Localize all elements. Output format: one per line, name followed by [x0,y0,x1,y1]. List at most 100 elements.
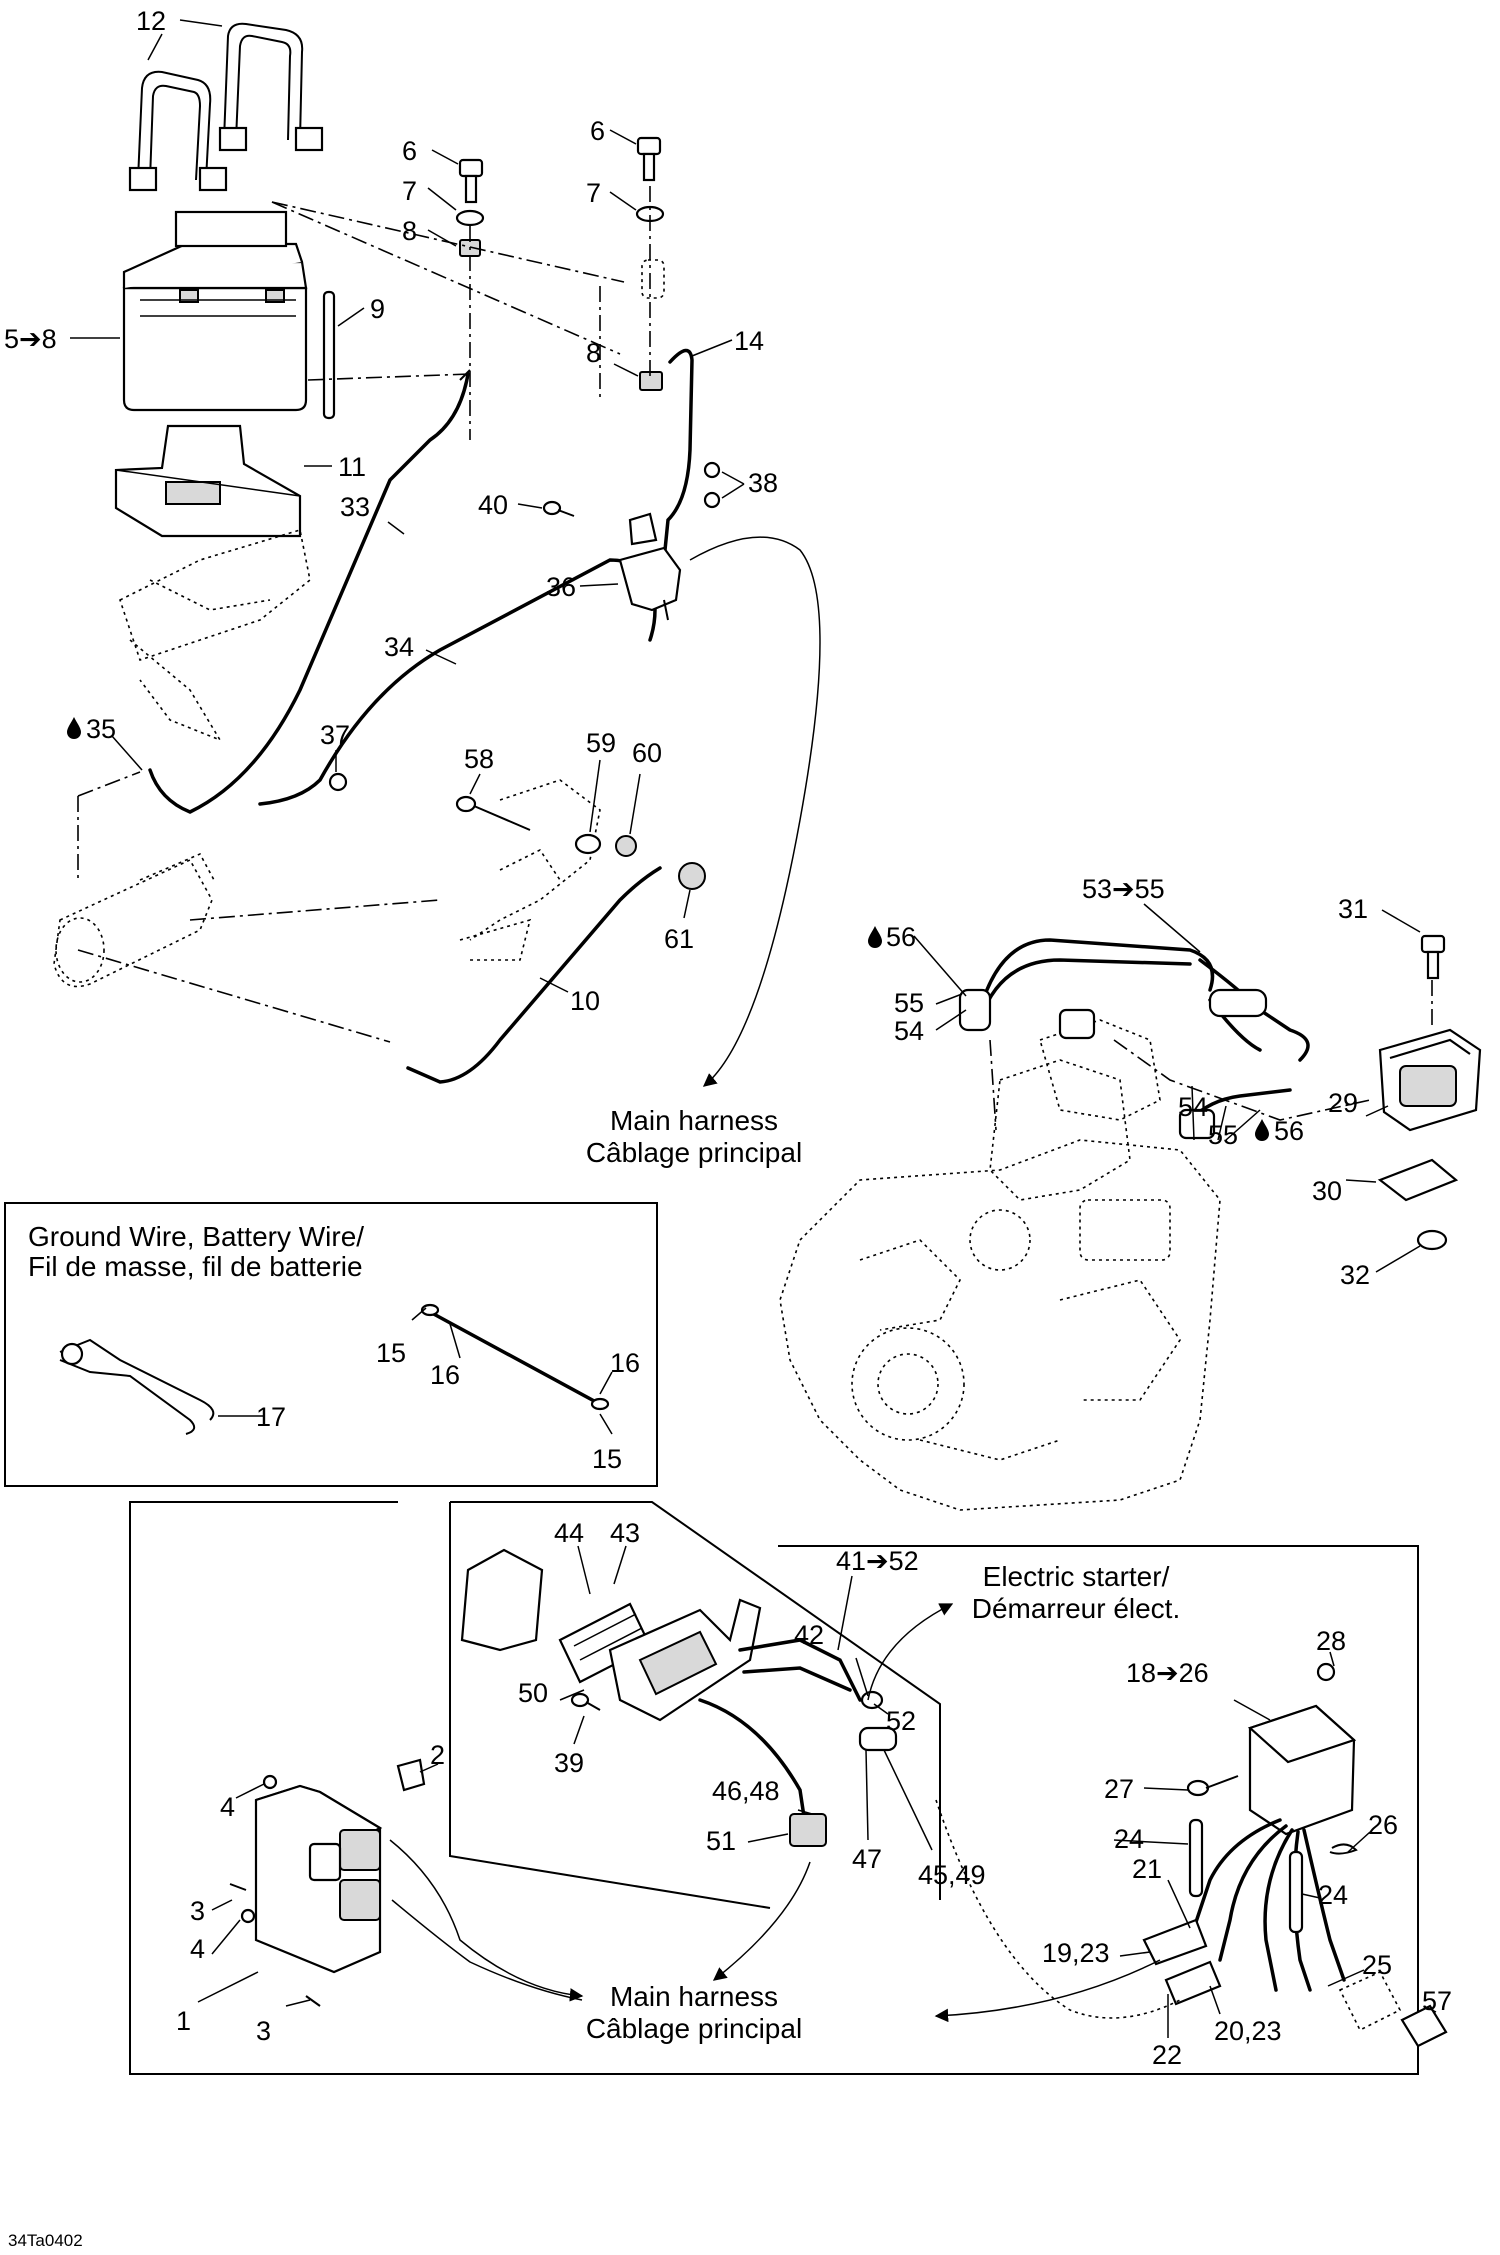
callout-labels: 12 6 7 8 6 7 5➔8 9 8 14 11 38 33 40 36 3… [4,6,1452,2070]
lubricant-icon [868,926,882,948]
washer-7a [455,209,485,227]
leader-lines [70,19,1437,2038]
battery-wire-rod [420,1303,610,1411]
callout: 29 [1328,1088,1358,1118]
clip-2 [396,1758,426,1792]
ignition-coil [1378,1028,1482,1132]
engine-dash-guides [989,980,1433,1131]
note-main-harness-2: Main harness Câblage principal [586,1981,802,2044]
screw-39 [570,1692,601,1711]
figure-reference: 34Ta0402 [8,2231,83,2250]
cdi-screws [229,1774,321,2007]
callout: 6 [590,116,605,146]
callout: 4 [220,1792,235,1822]
callout: 46,48 [712,1776,780,1806]
svg-text:Démarreur élect.: Démarreur élect. [972,1593,1181,1624]
callout: 2 [430,1740,445,1770]
callout: 18➔26 [1126,1658,1209,1688]
svg-text:Main harness: Main harness [610,1981,778,2012]
ground-cable-34 [258,558,657,806]
svg-text:Câblage principal: Câblage principal [586,1137,802,1168]
callout: 47 [852,1844,882,1874]
screw-27 [1186,1775,1239,1797]
callout: 19,23 [1042,1938,1110,1968]
callout: 56 [886,922,916,952]
callout: 40 [478,490,508,520]
harness-route-3 [712,1603,954,1981]
svg-text:Main harness: Main harness [610,1105,778,1136]
callout: 44 [554,1518,584,1548]
washer-59 [574,833,602,855]
battery [122,210,308,412]
battery-tray [114,424,302,538]
callout: 25 [1362,1950,1392,1980]
chassis-bracket [459,779,601,961]
voltage-regulator [608,1598,762,1722]
grommet-32 [1416,1229,1448,1251]
callout: 17 [256,1402,286,1432]
callout: 55 [894,988,924,1018]
callout: 12 [136,6,166,36]
callout: 7 [402,176,417,206]
callout: 34 [384,632,414,662]
callout: 59 [586,728,616,758]
vent-tube [322,290,336,420]
callout: 15 [592,1444,622,1474]
spacer-dotted [641,259,665,299]
relay-36 [618,512,682,621]
connector-cover [460,1548,544,1652]
callout: 5➔8 [4,324,57,354]
callout: 26 [1368,1810,1398,1840]
callout: 56 [1274,1116,1304,1146]
callout: 30 [1312,1176,1342,1206]
callout: 37 [320,720,350,750]
harness-route-4 [934,1799,1181,2023]
callout: 61 [664,924,694,954]
callout: 4 [190,1934,205,1964]
ground-wire-inset-frame [4,1202,658,1487]
battery-strap [128,22,324,192]
callout: 16 [430,1360,460,1390]
lubricant-icon [1255,1119,1269,1141]
callout: 24 [1318,1880,1348,1910]
callout: 60 [632,738,662,768]
ignition-section-frame [129,1501,1419,2075]
connectors-25-57 [1338,1970,1448,2048]
nut-38 [703,461,721,509]
callout: 6 [402,136,417,166]
bolt-58 [455,795,531,831]
callout: 15 [376,1338,406,1368]
callout: 22 [1152,2040,1182,2070]
callout: 10 [570,986,600,1016]
note-ground-wire: Ground Wire, Battery Wire/ Fil de masse,… [28,1221,364,1282]
callout: 11 [338,452,366,482]
spark-plug-cables [958,938,1310,1140]
callout: 54 [894,1016,924,1046]
bolt-6a [458,158,484,204]
callout: 51 [706,1826,736,1856]
svg-text:Ground Wire, Battery Wire/: Ground Wire, Battery Wire/ [28,1221,364,1252]
callout: 33 [340,492,370,522]
bolt-40 [542,500,575,517]
callout: 41➔52 [836,1546,919,1576]
gasket-30 [1377,1158,1459,1202]
callout: 54 [1178,1092,1208,1122]
callout: 32 [1340,1260,1370,1290]
callout: 27 [1104,1774,1134,1804]
callout: 58 [464,744,494,774]
lubricant-icon [67,717,81,739]
callout: 24 [1114,1824,1144,1854]
callout: 8 [402,216,417,246]
callout: 39 [554,1748,584,1778]
svg-text:Fil de masse, fil de batterie: Fil de masse, fil de batterie [28,1251,363,1282]
callout: 14 [734,326,764,356]
callout: 50 [518,1678,548,1708]
callout: 55 [1208,1120,1238,1150]
callout: 3 [190,1896,205,1926]
callout: 57 [1422,1986,1452,2016]
callout: 53➔55 [1082,874,1165,904]
nut-28 [1316,1662,1336,1682]
nut-60 [615,835,637,857]
bolt-31 [1420,934,1446,980]
nut-61 [678,862,706,890]
